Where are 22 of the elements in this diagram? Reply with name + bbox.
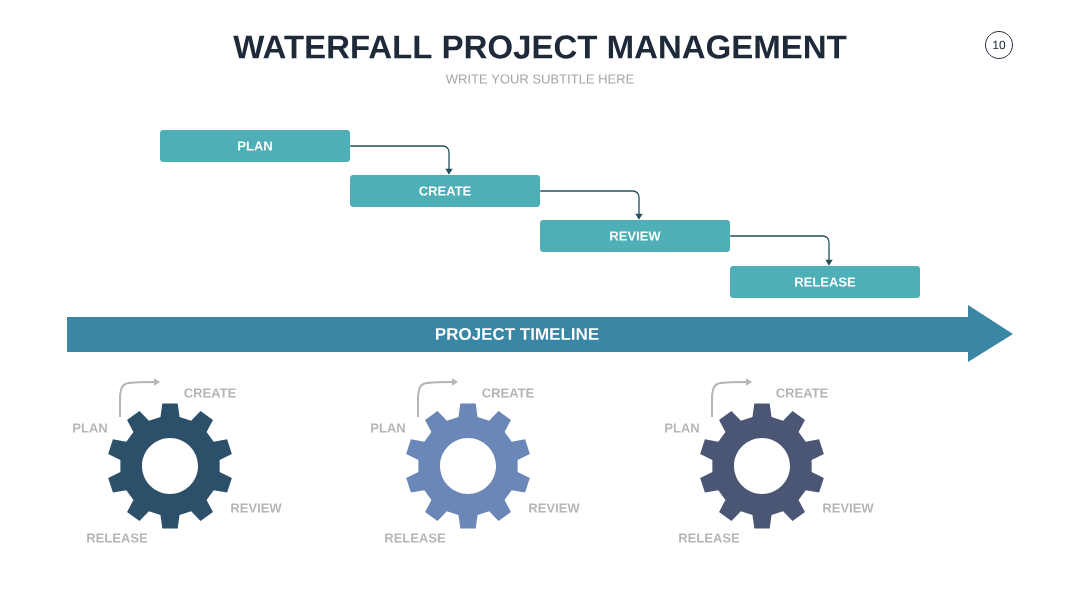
step-box: REVIEW <box>540 220 730 252</box>
step-label: REVIEW <box>823 503 874 513</box>
step-label: CREATE <box>184 388 236 398</box>
step-box: RELEASE <box>730 266 920 298</box>
step-label: RELEASE <box>87 533 148 543</box>
step-label: PLAN <box>665 423 699 433</box>
page-number: 10 <box>985 31 1013 59</box>
step-label: REVIEW <box>529 503 580 513</box>
step-box: PLAN <box>160 130 350 162</box>
step-label: CREATE <box>482 388 534 398</box>
connector-arrow <box>349 145 453 175</box>
step-label: PLAN <box>371 423 405 433</box>
step-label: REVIEW <box>231 503 282 513</box>
step-box: CREATE <box>350 175 540 207</box>
step-label: PLAN <box>73 423 107 433</box>
step-label: RELEASE <box>385 533 446 543</box>
title: WATERFALL PROJECT MANAGEMENT <box>233 35 847 59</box>
connector-arrow <box>539 190 643 220</box>
connector-arrow <box>729 235 833 266</box>
step-label: CREATE <box>776 388 828 398</box>
subtitle: WRITE YOUR SUBTITLE HERE <box>445 74 634 84</box>
step-label: RELEASE <box>679 533 740 543</box>
